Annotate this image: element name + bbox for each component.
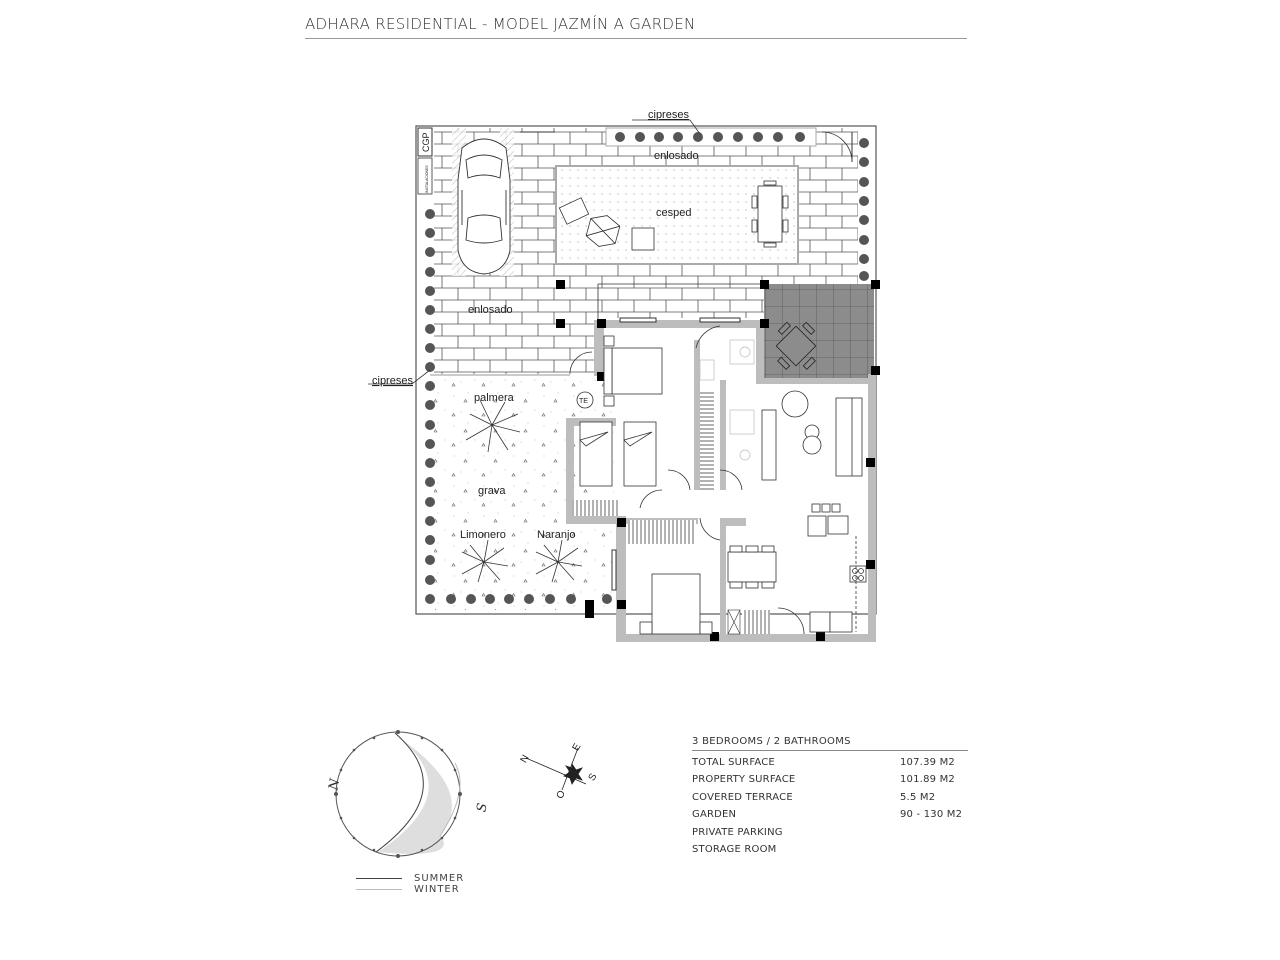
page-title: ADHARA RESIDENTIAL - MODEL JAZMÍN A GARD…	[305, 15, 696, 33]
covered-terrace	[764, 284, 874, 384]
svg-text:S: S	[587, 771, 600, 783]
bed-third	[651, 573, 701, 635]
garden-grava	[434, 374, 614, 610]
orange-tree-icon	[535, 539, 583, 583]
stair	[700, 390, 714, 490]
spec-row: STORAGE ROOM	[692, 843, 777, 855]
bathroom-fixtures	[699, 339, 755, 461]
label-enlosado-top: enlosado	[654, 150, 699, 162]
label-cipreses-top: cipreses	[648, 109, 689, 121]
svg-text:N: N	[519, 753, 532, 765]
cypress-row-top	[615, 132, 805, 142]
summer-line	[356, 878, 402, 879]
round-table	[781, 390, 809, 418]
label-cipreses-left: cipreses	[372, 375, 413, 387]
cypress-row-left	[425, 209, 435, 604]
lemon-tree-icon	[461, 539, 509, 583]
label-naranjo: Naranjo	[537, 529, 576, 541]
structural-pillars	[556, 280, 880, 641]
cgp-label: CGP	[421, 132, 431, 152]
legend-summer: SUMMER	[356, 873, 464, 884]
svg-text:TE: TE	[579, 398, 588, 405]
palm-tree-icon	[465, 399, 521, 453]
label-cesped: cesped	[656, 207, 691, 219]
lounge-furniture	[558, 197, 655, 251]
cypress-row-right	[859, 138, 869, 281]
dining-table	[727, 551, 777, 583]
sun-path-diagram	[334, 730, 462, 858]
sun-legend: SUMMER WINTER	[356, 873, 464, 895]
bed-master	[611, 347, 663, 395]
svg-text:INSTALACIONES: INSTALACIONES	[425, 165, 429, 193]
svg-text:O: O	[555, 789, 569, 801]
instalaciones-box	[417, 157, 433, 195]
sofa	[835, 397, 863, 477]
te-icon	[576, 391, 594, 409]
bed-twin-1	[579, 421, 613, 487]
compass-rose-icon	[525, 747, 587, 791]
sun-n-label: N	[326, 777, 343, 792]
cypress-row-bottom	[446, 594, 612, 604]
closet	[628, 520, 696, 544]
terrace-dining-set	[775, 321, 817, 370]
label-limonero: Limonero	[460, 529, 506, 541]
spec-row: PRIVATE PARKING	[692, 826, 783, 838]
label-grava: grava	[478, 485, 506, 497]
bed-twin-2	[623, 421, 657, 487]
dining-table-garden	[751, 180, 789, 248]
winter-line	[356, 889, 402, 890]
sun-s-label: S	[474, 802, 490, 813]
specs-heading: 3 BEDROOMS / 2 BATHROOMS	[692, 736, 968, 751]
label-palmera: palmera	[474, 392, 515, 404]
cgp-box	[417, 127, 433, 157]
label-enlosado-mid: enlosado	[468, 304, 513, 316]
car-icon	[457, 138, 511, 275]
title-divider	[305, 38, 967, 39]
doors	[569, 325, 805, 635]
svg-text:E: E	[571, 741, 584, 753]
legend-winter: WINTER	[356, 884, 464, 895]
